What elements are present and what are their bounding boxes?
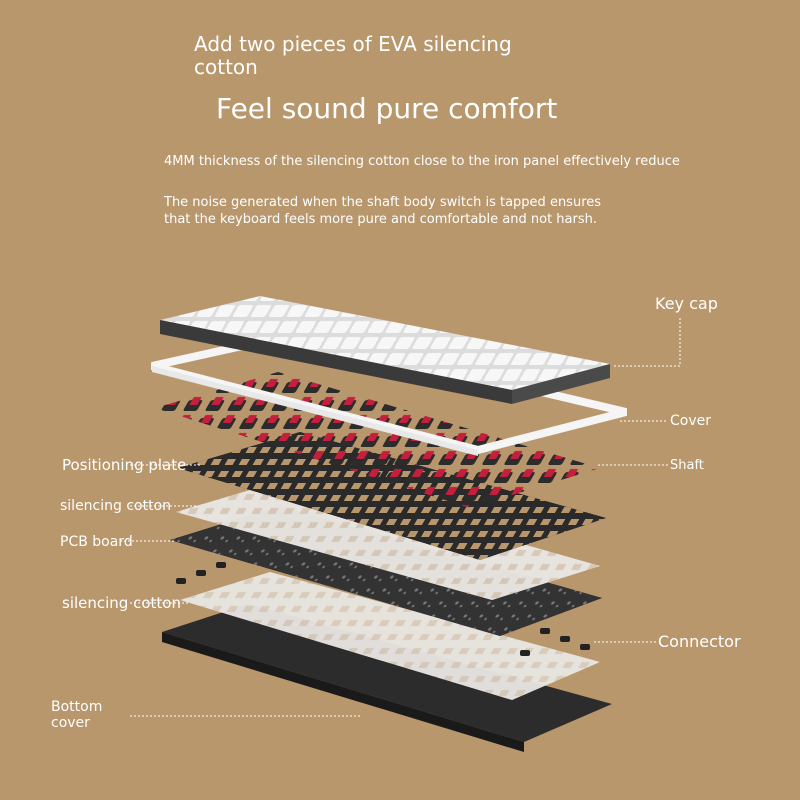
label-pcb-board: PCB board <box>60 534 133 550</box>
label-silencing-cotton-top: silencing cotton <box>60 498 172 514</box>
connector-components <box>176 562 590 656</box>
subtitle: Add two pieces of EVA silencing cotton <box>194 32 512 79</box>
bottom-cover-layer <box>162 604 612 752</box>
silencing-cotton-bottom-layer <box>180 572 600 700</box>
label-connector: Connector <box>658 632 741 651</box>
switches-layer <box>155 372 600 508</box>
headline: Feel sound pure comfort <box>216 92 558 125</box>
label-positioning-plate: Positioning plate <box>62 456 187 474</box>
positioning-plate-layer <box>178 432 606 560</box>
keycaps-layer <box>160 296 610 404</box>
leader-lines <box>120 318 681 717</box>
label-shaft: Shaft <box>670 458 704 473</box>
label-cover: Cover <box>670 413 711 429</box>
description-line-2: The noise generated when the shaft body … <box>164 195 602 227</box>
label-key-cap: Key cap <box>655 294 718 313</box>
label-silencing-cotton-bottom: silencing cotton <box>62 594 181 612</box>
description-line-1: 4MM thickness of the silencing cotton cl… <box>164 154 680 169</box>
label-bottom-cover: Bottom cover <box>51 699 103 731</box>
silencing-cotton-top-layer <box>176 478 600 600</box>
